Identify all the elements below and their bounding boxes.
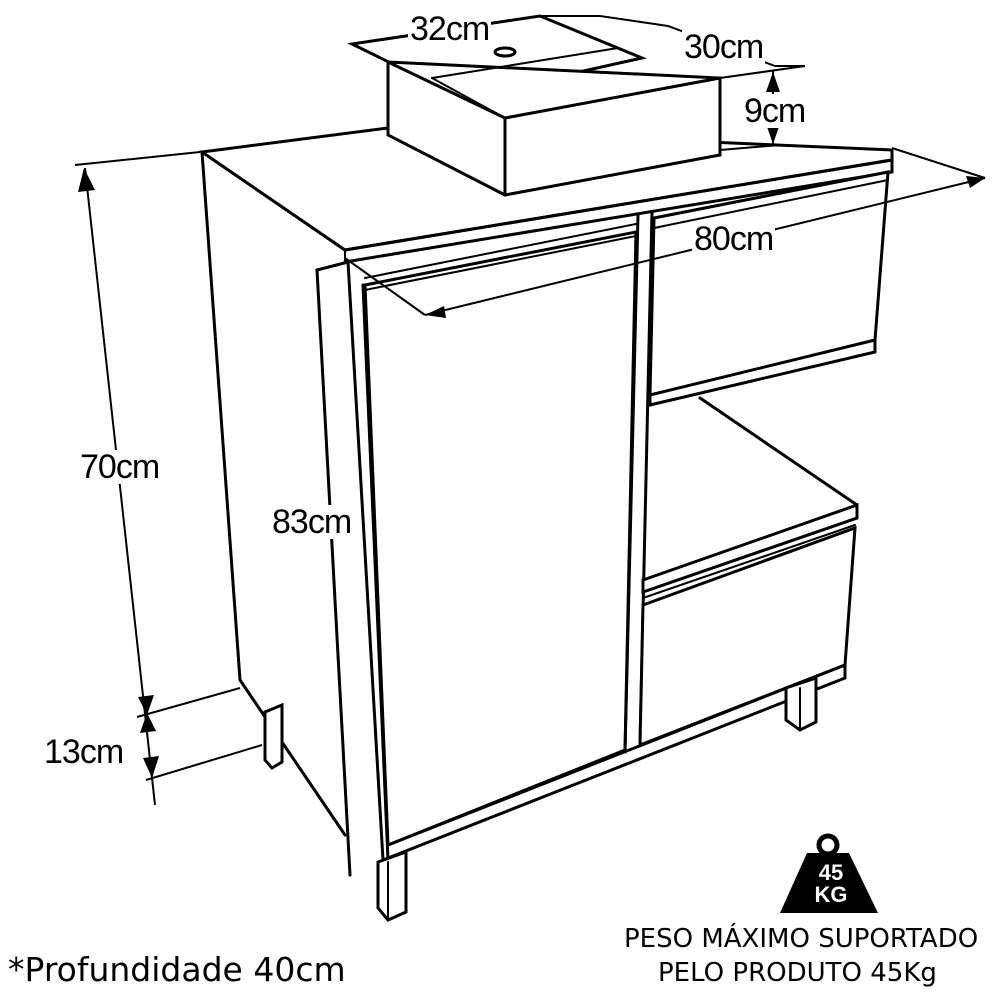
legs (263, 675, 818, 922)
weight-icon (780, 833, 878, 913)
weight-value: 45 (818, 860, 844, 885)
left-door (363, 223, 638, 848)
weight-unit: KG (814, 882, 848, 907)
cabinet-width-label: 80cm (692, 220, 776, 258)
sink-height-label: 9cm (742, 92, 808, 130)
sink-width-label: 32cm (408, 10, 492, 48)
weight-badge: 45 KG (776, 832, 886, 928)
faucet-hole (493, 46, 517, 58)
leg-height-label: 13cm (42, 733, 126, 771)
max-weight-note-line2: PELO PRODUTO 45Kg (658, 958, 937, 988)
dimension-lines (74, 15, 986, 806)
sink-depth-label: 30cm (682, 28, 766, 66)
countertop (197, 126, 894, 264)
open-niche (641, 396, 859, 595)
max-weight-note-line1: PESO MÁXIMO SUPORTADO (624, 924, 979, 954)
depth-note: *Profundidade 40cm (8, 950, 346, 989)
body-height-label: 70cm (78, 448, 162, 486)
bottom-rail (381, 663, 847, 862)
total-height-label: 83cm (270, 503, 354, 541)
vessel-sink (347, 14, 722, 197)
lower-drawer (638, 524, 857, 748)
